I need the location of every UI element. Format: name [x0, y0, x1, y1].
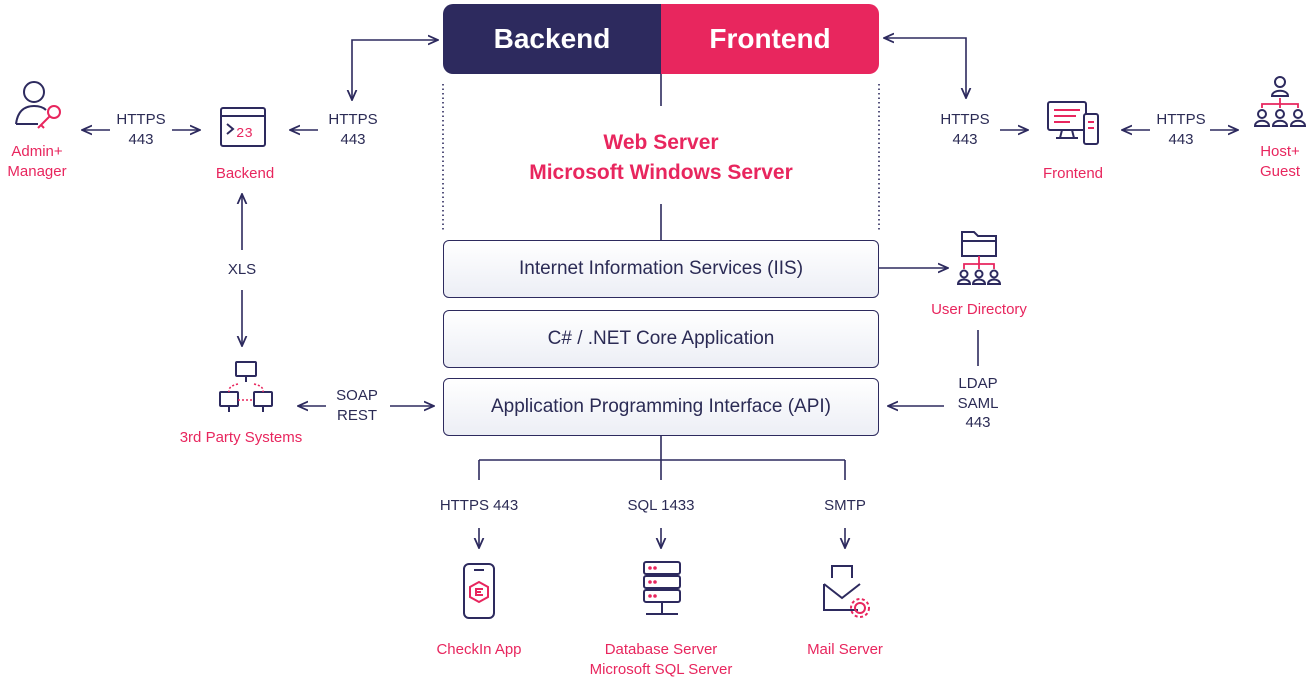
sql-label: SQL 1433 [627, 497, 695, 514]
host-https-label: HTTPS 443 [1156, 111, 1206, 148]
user-directory-label: User Directory [931, 301, 1027, 318]
dotnet-layer: C# / .NET Core Application [443, 310, 879, 368]
frontend-header: Frontend [661, 4, 879, 74]
backend-header: Backend [443, 4, 661, 74]
backend-code-window-icon: 23 [220, 107, 266, 147]
backend-https-label: HTTPS 443 [328, 111, 378, 148]
user-directory-icon [956, 231, 1002, 285]
mail-server-label: Mail Server [807, 641, 883, 658]
checkin-app-label: CheckIn App [436, 641, 522, 658]
svg-text:23: 23 [236, 126, 253, 142]
frontend-devices-icon [1047, 101, 1099, 145]
third-party-label: 3rd Party Systems [179, 429, 303, 446]
xls-label: XLS [227, 261, 257, 278]
frontend-label: Frontend [1042, 165, 1104, 182]
iis-layer: Internet Information Services (IIS) [443, 240, 879, 298]
windows-server-title: Microsoft Windows Server [529, 161, 793, 184]
smtp-label: SMTP [824, 497, 866, 514]
admin-https-label: HTTPS 443 [116, 111, 166, 148]
host-guest-label: Host+ Guest [1259, 143, 1301, 180]
soap-rest-label: SOAP REST [336, 387, 378, 424]
host-guest-group-icon [1254, 76, 1306, 127]
admin-manager-label: Admin+ Manager [7, 143, 67, 180]
admin-user-key-icon [15, 81, 61, 129]
frontend-https-label: HTTPS 443 [940, 111, 990, 148]
api-layer: Application Programming Interface (API) [443, 378, 879, 436]
checkin-https-label: HTTPS 443 [439, 497, 519, 514]
ldap-saml-label: LDAP SAML 443 [957, 375, 999, 431]
database-server-icon [643, 561, 681, 615]
database-server-label: Database Server Microsoft SQL Server [589, 641, 733, 678]
backend-label: Backend [215, 165, 275, 182]
mail-server-icon [823, 565, 870, 618]
web-server-title: Web Server [603, 131, 719, 154]
checkin-phone-icon [463, 563, 495, 619]
third-party-network-icon [219, 361, 273, 412]
